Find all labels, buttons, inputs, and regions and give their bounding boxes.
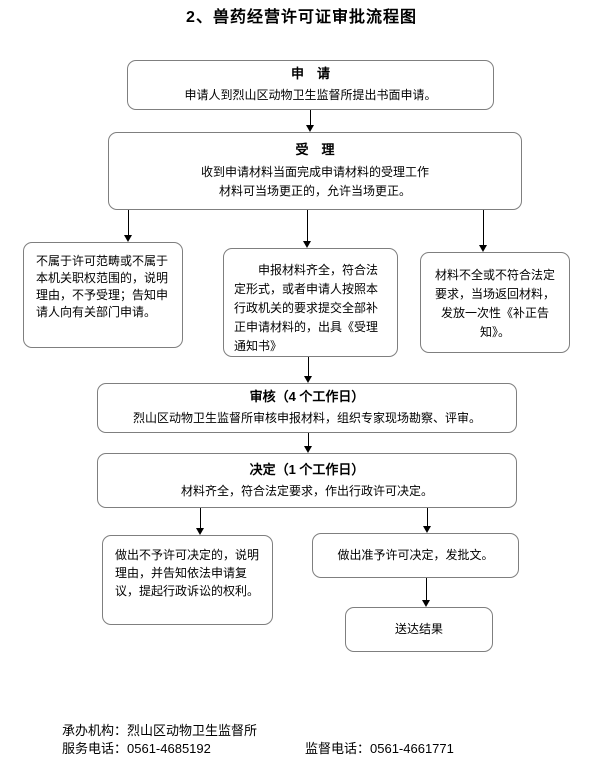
node-accept-body: 收到申请材料当面完成申请材料的受理工作 材料可当场更正的，允许当场更正。 bbox=[200, 164, 429, 198]
arrow-decision-to-deny bbox=[196, 508, 205, 535]
node-decision-body: 材料齐全，符合法定要求，作出行政许可决定。 bbox=[180, 483, 433, 498]
node-incomplete-body: 材料不全或不符合法定要求，当场返回材料，发放一次性《补正告知》。 bbox=[434, 268, 555, 339]
node-apply-body: 申请人到烈山区动物卫生监督所提出书面申请。 bbox=[184, 88, 437, 103]
node-deny-body: 做出不予许可决定的，说明理由，并告知依法申请复议，提起行政诉讼的权利。 bbox=[115, 548, 260, 598]
page-title: 2、兽药经营许可证审批流程图 bbox=[186, 9, 417, 26]
node-accept: 受 理 收到申请材料当面完成申请材料的受理工作 材料可当场更正的，允许当场更正。 bbox=[108, 132, 522, 210]
arrow-apply-to-accept bbox=[306, 110, 315, 132]
node-incomplete: 材料不全或不符合法定要求，当场返回材料，发放一次性《补正告知》。 bbox=[420, 252, 570, 353]
footer-supervisor-phone: 监督电话：0561-4661771 bbox=[305, 741, 454, 756]
arrow-decision-to-approve bbox=[423, 508, 432, 533]
arrow-complete-to-review bbox=[304, 357, 313, 383]
arrow-approve-to-deliver bbox=[422, 578, 431, 607]
node-reject-scope-body: 不属于许可范畴或不属于本机关职权范围的，说明理由，不予受理；告知申请人向有关部门… bbox=[36, 254, 169, 319]
node-approve: 做出准予许可决定，发批文。 bbox=[312, 533, 519, 578]
node-apply-title: 申 请 bbox=[290, 66, 330, 82]
arrow-accept-to-reject-scope bbox=[124, 210, 133, 242]
arrow-accept-to-complete bbox=[303, 210, 312, 248]
node-review-body: 烈山区动物卫生监督所审核申报材料，组织专家现场勘察、评审。 bbox=[132, 411, 481, 426]
arrow-accept-to-incomplete bbox=[479, 210, 488, 252]
arrow-review-to-decision bbox=[304, 433, 313, 453]
node-decision-title: 决定（1 个工作日） bbox=[249, 461, 365, 477]
node-complete-body: 申报材料齐全，符合法定形式，或者申请人按照本行政机关的要求提交全部补正申请材料的… bbox=[234, 263, 379, 353]
node-review: 审核（4 个工作日） 烈山区动物卫生监督所审核申报材料，组织专家现场勘察、评审。 bbox=[97, 383, 517, 433]
node-approve-body: 做出准予许可决定，发批文。 bbox=[337, 547, 494, 562]
node-deliver-body: 送达结果 bbox=[394, 621, 443, 636]
footer: 承办机构：烈山区动物卫生监督所 服务电话：0561-4685192 监督电话：0… bbox=[62, 722, 562, 758]
node-review-title: 审核（4 个工作日） bbox=[249, 389, 365, 405]
node-deny: 做出不予许可决定的，说明理由，并告知依法申请复议，提起行政诉讼的权利。 bbox=[102, 535, 273, 625]
node-decision: 决定（1 个工作日） 材料齐全，符合法定要求，作出行政许可决定。 bbox=[97, 453, 517, 508]
node-complete: 申报材料齐全，符合法定形式，或者申请人按照本行政机关的要求提交全部补正申请材料的… bbox=[223, 248, 398, 357]
node-apply: 申 请 申请人到烈山区动物卫生监督所提出书面申请。 bbox=[127, 60, 494, 110]
footer-phones: 服务电话：0561-4685192 监督电话：0561-4661771 bbox=[62, 740, 562, 758]
node-deliver: 送达结果 bbox=[345, 607, 493, 652]
node-accept-title: 受 理 bbox=[295, 141, 335, 157]
footer-service-phone: 服务电话：0561-4685192 bbox=[62, 741, 211, 756]
node-reject-scope: 不属于许可范畴或不属于本机关职权范围的，说明理由，不予受理；告知申请人向有关部门… bbox=[23, 242, 183, 348]
footer-agency: 承办机构：烈山区动物卫生监督所 bbox=[62, 723, 258, 738]
